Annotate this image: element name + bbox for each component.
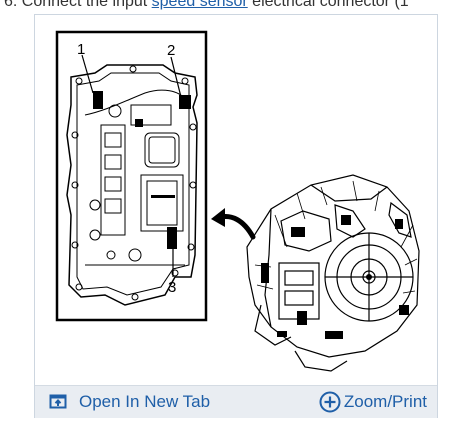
zoom-plus-icon bbox=[319, 391, 341, 413]
pointer-arrow bbox=[218, 214, 256, 240]
step-instruction: 6. Connect the input speed sensor electr… bbox=[4, 0, 409, 11]
open-new-tab-icon bbox=[49, 394, 67, 409]
valve-body-outline bbox=[66, 64, 198, 306]
transmission-assembly bbox=[246, 174, 420, 372]
callout-1: 1 bbox=[77, 41, 85, 58]
transmission-shading bbox=[261, 215, 409, 339]
transmission-illustration: 1 2 3 bbox=[55, 30, 420, 372]
figure-toolbar: Open In New Tab Zoom/Print bbox=[35, 385, 437, 418]
figure-panel: 1 2 3 bbox=[34, 14, 438, 418]
open-new-tab-button[interactable]: Open In New Tab bbox=[49, 390, 210, 414]
callout-2: 2 bbox=[167, 42, 175, 59]
zoom-print-label: Zoom/Print bbox=[343, 392, 427, 411]
zoom-print-button[interactable]: Zoom/Print bbox=[319, 390, 427, 414]
speed-sensor-link[interactable]: speed sensor bbox=[151, 0, 248, 10]
open-new-tab-label: Open In New Tab bbox=[79, 392, 211, 411]
callout-3: 3 bbox=[168, 279, 176, 296]
step-text-prefix: 6. Connect the input bbox=[4, 0, 152, 10]
step-text-suffix: electrical connector (1 bbox=[247, 0, 409, 10]
